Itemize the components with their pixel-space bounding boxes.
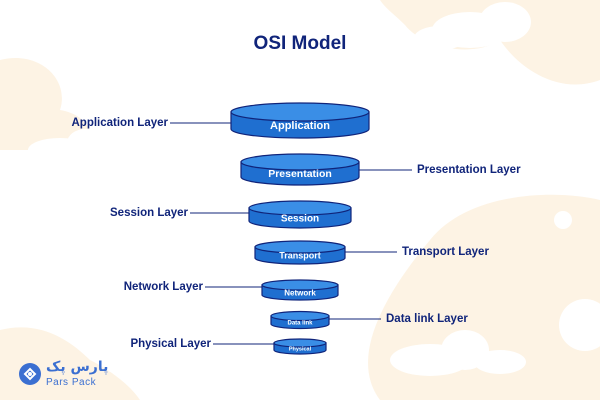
disc-top [261,279,339,291]
disc-label: Physical [289,346,312,352]
cloud-dot [554,211,572,229]
layer-disc: Physical [273,338,327,355]
disc-label: Session [281,214,319,225]
disc-label: Transport [279,251,321,261]
layer-disc: Presentation [240,153,360,186]
disc-top [248,200,352,216]
disc-top [230,102,370,122]
cloud-top-right [414,2,531,50]
page-title: OSI Model [253,33,347,54]
layer-label: Session Layer [110,207,188,219]
cloud-dot [336,66,364,94]
disc-top [240,153,360,171]
disc-top [254,240,346,254]
left-blob [0,58,91,150]
layer-disc: Transport [254,240,346,265]
parspack-logo-icon [19,363,41,385]
cloud-dot [233,333,247,347]
layer-disc: Session [248,200,352,229]
layer-disc: Data link [270,310,330,330]
disc-top [273,338,327,348]
osi-stack: ApplicationPresentationSessionTransportN… [170,102,412,355]
layer-label: Network Layer [123,281,203,293]
layer-label: Data link Layer [386,313,468,325]
cloud-left [28,129,103,162]
layer-disc: Network [261,279,339,301]
disc-label: Data link [287,320,313,326]
cloud-bottom-right [390,330,526,376]
layer-label: Presentation Layer [417,164,521,176]
layer-label: Transport Layer [402,246,489,258]
disc-label: Network [284,288,316,297]
parspack-logo: پارس پک Pars Pack [18,358,128,392]
layer-label: Application Layer [71,117,169,129]
cloud-dot [559,299,600,351]
logo-latin-text: Pars Pack [46,377,97,388]
layer-label: Physical Layer [130,338,211,350]
logo-native-text: پارس پک [46,359,109,375]
disc-top [270,310,330,322]
disc-label: Presentation [268,168,332,180]
layer-disc: Application [230,102,370,139]
disc-label: Application [270,120,330,132]
